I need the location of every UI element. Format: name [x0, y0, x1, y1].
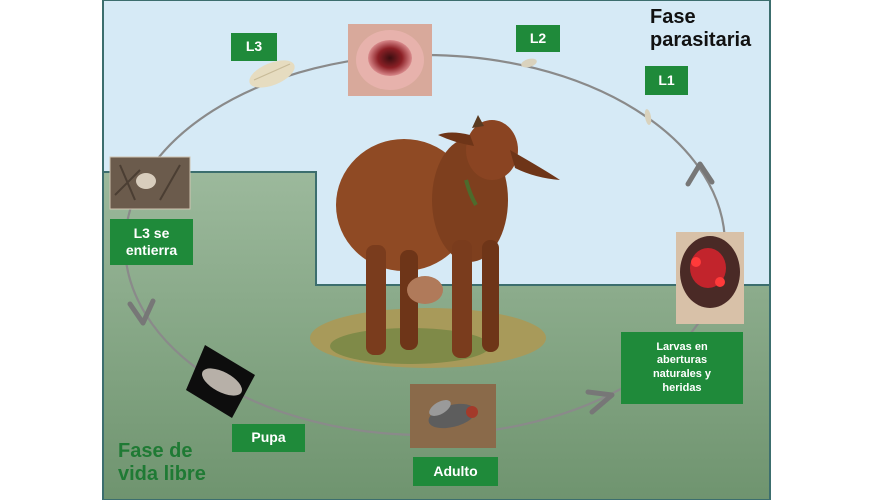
stage-label-pupa: Pupa [232, 424, 305, 452]
arrow-chevron-up-icon [685, 161, 715, 187]
free-living-phase-title: Fase de vida libre [118, 440, 206, 485]
myiasis-wound-photo [348, 24, 432, 96]
adult-fly-photo [410, 384, 496, 448]
stage-label-l3: L3 [231, 33, 277, 61]
stage-label-l1: L1 [645, 66, 688, 95]
arrow-chevron-right-icon [585, 389, 615, 415]
goat-image [310, 115, 560, 368]
arrow-chevron-down-icon [127, 298, 156, 326]
frame [102, 0, 771, 500]
l1-larva-icon [644, 109, 652, 125]
wound-larvae-photo [676, 232, 744, 324]
l3-larva-soil-photo [109, 156, 191, 210]
stage-label-larvae-openings: Larvas en aberturas naturales y heridas [621, 332, 743, 404]
region-border [103, 171, 770, 286]
parasitic-phase-title: Fase parasitaria [650, 6, 752, 51]
stage-label-l2: L2 [516, 25, 560, 52]
stage-label-l3-burrows: L3 se entierra [110, 219, 193, 265]
stage-label-adult: Adulto [413, 457, 498, 486]
l3-larva-icon [249, 60, 295, 88]
l2-larva-icon [521, 58, 537, 68]
pupa-photo [186, 345, 255, 418]
